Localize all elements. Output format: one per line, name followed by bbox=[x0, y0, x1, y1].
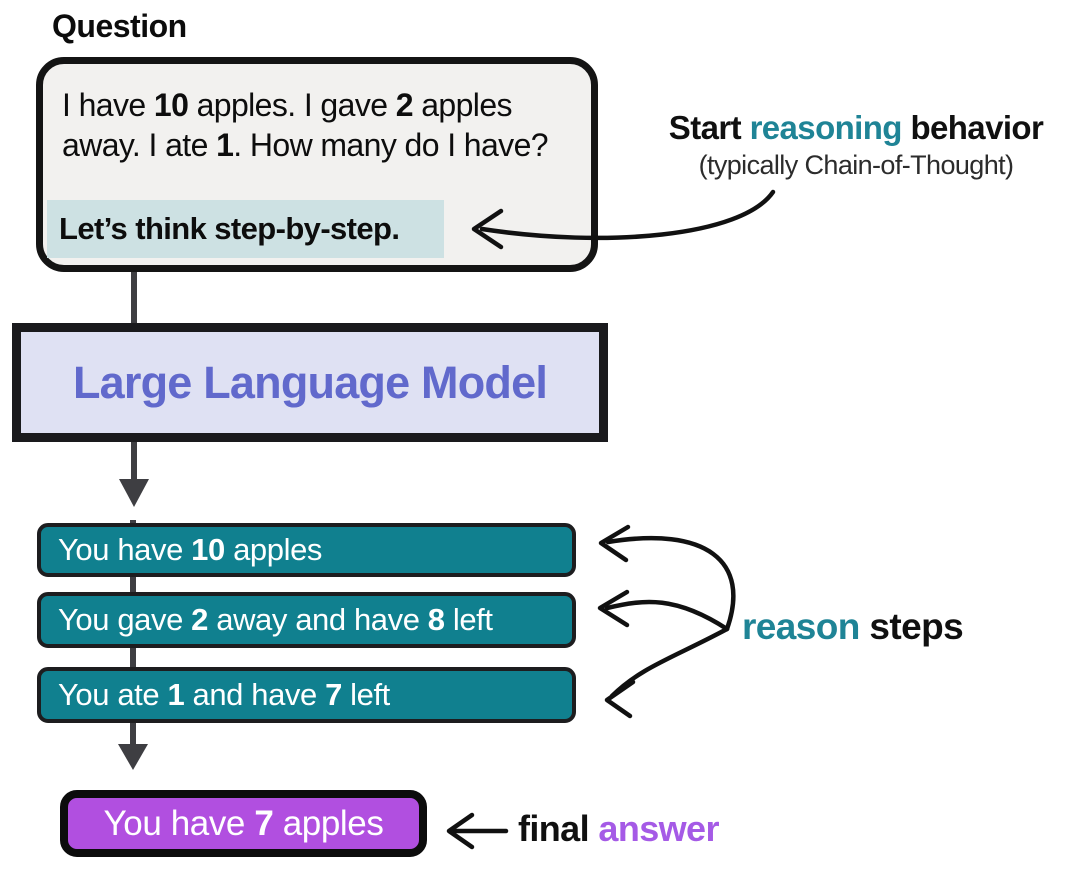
question-number: 10 bbox=[153, 87, 189, 123]
answer-number: 7 bbox=[254, 803, 274, 843]
label-text-part: final bbox=[518, 808, 599, 849]
reason-arrow-middle-icon bbox=[604, 599, 730, 632]
reasoning-annotation-subtitle: (typically Chain-of-Thought) bbox=[698, 150, 1014, 180]
reason-step-text: You have 10 apples bbox=[58, 532, 322, 568]
step-number: 2 bbox=[191, 602, 209, 637]
annotation-text-part: Start bbox=[668, 109, 750, 146]
reasoning-annotation: Start reasoning behavior (typically Chai… bbox=[632, 109, 1080, 181]
question-label: Question bbox=[52, 8, 187, 44]
question-box: I have 10 apples. I gave 2 apples away. I… bbox=[36, 57, 598, 272]
step-text-part: left bbox=[341, 677, 390, 712]
question-number: 2 bbox=[395, 87, 414, 123]
llm-box: Large Language Model bbox=[12, 323, 608, 442]
question-text-part: apples bbox=[412, 87, 512, 123]
reasoning-annotation-title: Start reasoning behavior bbox=[632, 109, 1080, 147]
reason-arrowhead-icon bbox=[604, 679, 636, 719]
down-arrowhead-icon bbox=[119, 479, 149, 507]
step-number: 10 bbox=[191, 532, 225, 567]
step-text-part: apples bbox=[224, 532, 323, 567]
reason-step-box-1: You have 10 apples bbox=[37, 523, 576, 577]
reason-step-text: You gave 2 away and have 8 left bbox=[58, 602, 493, 638]
question-text-part: I have bbox=[62, 87, 154, 123]
question-text: I have 10 apples. I gave 2 apples away. I… bbox=[62, 85, 577, 165]
llm-label: Large Language Model bbox=[72, 356, 548, 408]
final-answer-arrowhead-icon bbox=[446, 812, 475, 850]
answer-text-part: apples bbox=[273, 803, 384, 843]
step-number: 1 bbox=[167, 677, 185, 712]
reason-arrow-bottom-icon bbox=[609, 626, 730, 699]
step-text-part: You gave bbox=[58, 602, 192, 637]
label-accent-word: answer bbox=[598, 808, 719, 849]
annotation-accent-word: reasoning bbox=[749, 109, 903, 146]
question-text-part: apples. I gave bbox=[188, 87, 396, 123]
step-text-part: You ate bbox=[58, 677, 168, 712]
question-text-part: . How many do I have? bbox=[233, 127, 548, 163]
cot-prompt-highlight: Let’s think step-by-step. bbox=[47, 200, 444, 258]
step-text-part: away and have bbox=[208, 602, 428, 637]
step-number: 7 bbox=[325, 677, 342, 712]
reason-steps-label: reason steps bbox=[742, 606, 964, 648]
question-number: 1 bbox=[216, 127, 234, 163]
reason-arrowhead-icon bbox=[597, 589, 630, 628]
reason-arrow-top-icon bbox=[605, 536, 736, 632]
step-text-part: You have bbox=[58, 532, 192, 567]
final-answer-label: final answer bbox=[518, 808, 719, 850]
final-answer-box: You have 7 apples bbox=[60, 790, 427, 857]
question-text-part: away. I ate bbox=[62, 127, 217, 163]
reason-step-text: You ate 1 and have 7 left bbox=[58, 677, 390, 713]
final-answer-text: You have 7 apples bbox=[104, 804, 384, 844]
label-text-part: steps bbox=[859, 606, 964, 647]
step-text-part: left bbox=[444, 602, 493, 637]
annotation-text-part: behavior bbox=[901, 109, 1044, 146]
reason-step-box-2: You gave 2 away and have 8 left bbox=[37, 592, 576, 648]
answer-text-part: You have bbox=[103, 803, 255, 843]
step-number: 8 bbox=[427, 602, 445, 637]
label-accent-word: reason bbox=[742, 606, 860, 647]
down-arrowhead-icon bbox=[118, 744, 148, 770]
reason-step-box-3: You ate 1 and have 7 left bbox=[37, 667, 576, 723]
step-text-part: and have bbox=[184, 677, 326, 712]
reason-arrowhead-icon bbox=[598, 524, 631, 563]
